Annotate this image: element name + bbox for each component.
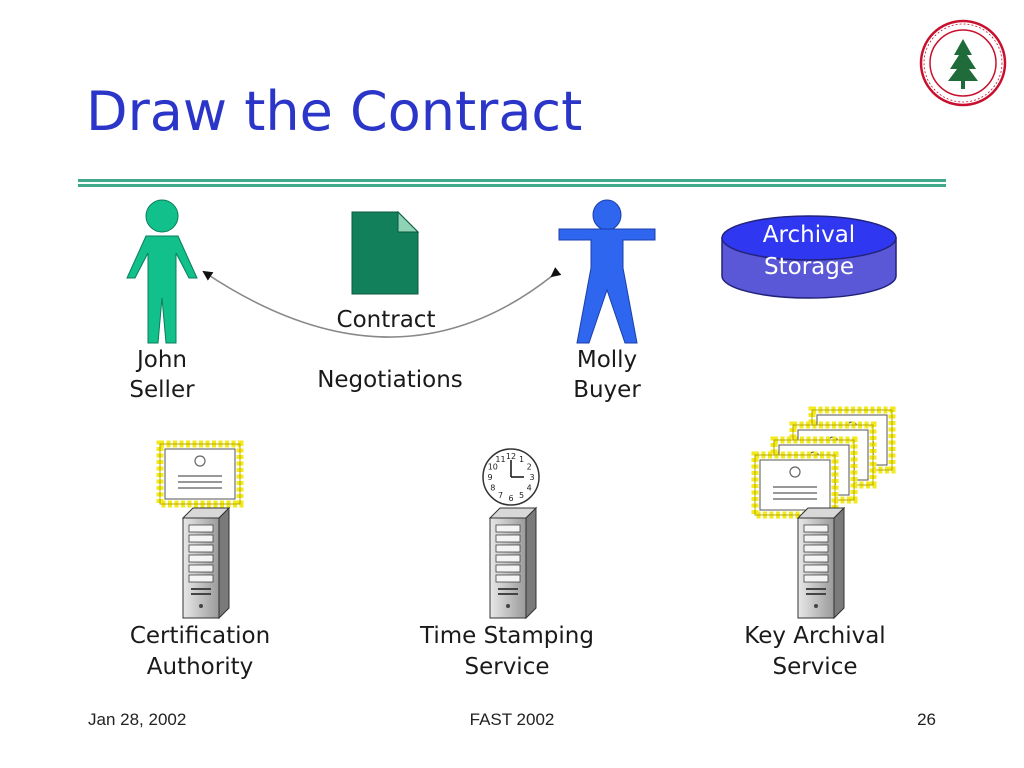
seller-role: Seller: [129, 377, 195, 403]
contract-label: Contract: [337, 307, 436, 333]
key-archival-line1: Key Archival: [744, 623, 885, 649]
database-icon: [721, 215, 897, 299]
clock-numeral: 2: [527, 463, 532, 472]
time-stamping-line1: Time Stamping: [419, 623, 594, 649]
storage-line1: Archival: [763, 222, 855, 248]
storage-line2: Storage: [764, 254, 854, 280]
buyer-role: Buyer: [573, 377, 641, 403]
certificate-icon: [755, 455, 835, 515]
clock-numeral: 9: [487, 473, 492, 482]
seller-name: John: [135, 347, 187, 373]
clock-numeral: 1: [519, 455, 524, 464]
stanford-seal-icon: [919, 19, 1007, 107]
clock-numeral: 5: [519, 491, 524, 500]
footer-event: FAST 2002: [470, 710, 555, 729]
certificate-icon: [160, 444, 240, 504]
buyer-figure-icon: [558, 199, 656, 344]
seller-figure-icon: [126, 199, 198, 344]
clock-numeral: 12: [506, 452, 516, 461]
certification-authority-line2: Authority: [147, 654, 253, 680]
document-icon: [351, 210, 420, 295]
server-icon: [182, 507, 230, 619]
negotiations-label: Negotiations: [317, 367, 463, 393]
buyer-name: Molly: [577, 347, 637, 373]
footer-page-number: 26: [917, 710, 936, 729]
server-icon: [489, 507, 537, 619]
clock-numeral: 4: [527, 484, 532, 493]
negotiation-arc: [202, 267, 562, 338]
certification-authority-line1: Certification: [130, 623, 270, 649]
time-stamping-line2: Service: [464, 654, 549, 680]
key-archival-line2: Service: [772, 654, 857, 680]
page-title: Draw the Contract: [86, 80, 582, 143]
clock-numeral: 7: [498, 491, 503, 500]
title-divider: [78, 179, 946, 187]
footer-date: Jan 28, 2002: [88, 710, 186, 729]
server-icon: [797, 507, 845, 619]
certificate-stack: [755, 410, 892, 515]
clock-numeral: 3: [529, 473, 534, 482]
clock-numeral: 10: [488, 463, 498, 472]
clock-numeral: 11: [495, 455, 505, 464]
clock-numeral: 6: [508, 494, 513, 503]
clock-numeral: 8: [490, 484, 495, 493]
